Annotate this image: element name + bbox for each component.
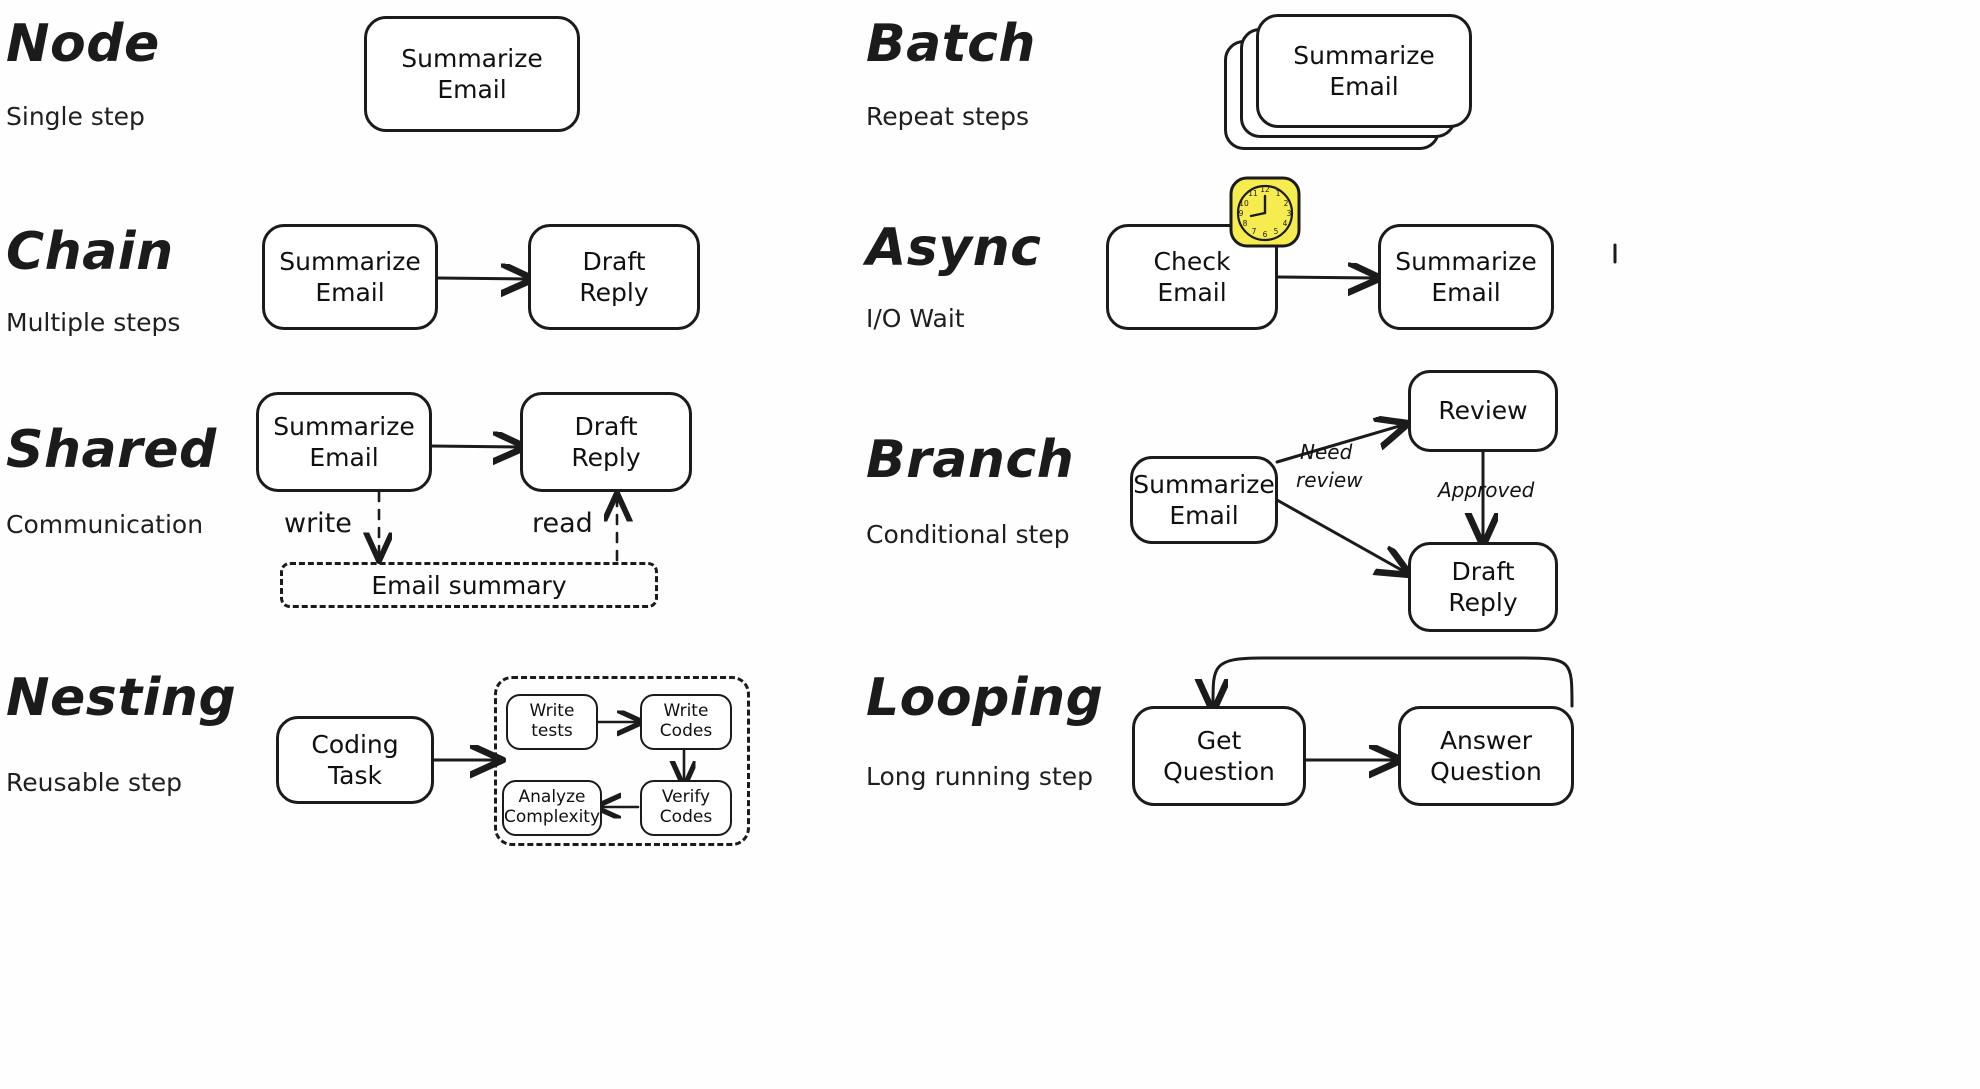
node-line1: Coding [311,729,399,759]
node-line2: Email [1431,278,1501,307]
node-line2: Email [437,75,507,104]
subflow-node-verify-codes[interactable]: Verify Codes [640,780,732,836]
edge-label-write: write [284,508,352,539]
node-line1: Answer [1439,725,1533,755]
branch-node-draft-reply[interactable]: Draft Reply [1408,542,1558,632]
node-line1: Draft [582,246,646,276]
node-line1: Summarize [279,246,421,276]
node-line2: Question [1430,757,1542,786]
clock-icon: 12 1 2 3 4 5 6 7 8 9 10 11 [1229,176,1301,248]
node-line1: Summarize [273,411,415,441]
pattern-subtitle-node: Single step [6,102,145,131]
svg-text:3: 3 [1287,209,1292,218]
node-line1: Review [1438,396,1528,426]
node-line1: Summarize [1293,40,1435,70]
node-line1: Summarize [1395,246,1537,276]
branch-node-review[interactable]: Review [1408,370,1558,452]
node-line1: Get [1196,725,1242,755]
node-line2: Email [309,443,379,472]
edge-label-review: review [1296,468,1363,492]
node-line2: Email [1157,278,1227,307]
batch-stack-front[interactable]: Summarize Email [1256,14,1472,128]
node-line2: Question [1163,757,1275,786]
store-label: Email summary [371,570,567,600]
subflow-node-write-codes[interactable]: Write Codes [640,694,732,750]
pattern-subtitle-looping: Long running step [866,762,1093,791]
svg-text:11: 11 [1248,189,1258,198]
shared-store-email-summary[interactable]: Email summary [280,562,658,608]
looping-node-get-question[interactable]: Get Question [1132,706,1306,806]
pattern-subtitle-nesting: Reusable step [6,768,183,797]
node-line1: Draft [574,411,638,441]
pattern-subtitle-shared: Communication [6,510,204,539]
node-line1: Analyze [518,787,586,808]
node-line1: Check [1153,246,1231,276]
pattern-subtitle-async: I/O Wait [866,304,965,333]
svg-text:5: 5 [1274,227,1279,236]
node-line2: Codes [659,807,713,827]
pattern-title-chain: Chain [6,222,174,282]
node-line2: Reply [1448,588,1518,617]
pattern-title-branch: Branch [866,430,1075,490]
pattern-title-batch: Batch [866,14,1036,74]
node-line2: tests [531,721,573,741]
node-line1: Summarize [1133,469,1275,499]
node-line2: Email [315,278,385,307]
pattern-subtitle-chain: Multiple steps [6,308,181,337]
pattern-title-node: Node [6,14,160,74]
node-line1: Write [529,701,575,722]
shared-node-draft-reply[interactable]: Draft Reply [520,392,692,492]
svg-text:12: 12 [1260,185,1270,194]
edge-label-need: Need [1300,440,1353,464]
pattern-title-looping: Looping [866,668,1104,728]
node-line2: Codes [659,721,713,741]
svg-text:7: 7 [1252,227,1257,236]
pattern-title-shared: Shared [6,420,217,480]
pattern-title-nesting: Nesting [6,668,237,728]
nesting-node-coding-task[interactable]: Coding Task [276,716,434,804]
node-line1: Verify [661,787,711,808]
chain-node-summarize-email[interactable]: Summarize Email [262,224,438,330]
node-line1: Summarize [401,43,543,73]
svg-text:2: 2 [1284,199,1289,208]
svg-text:9: 9 [1239,209,1244,218]
node-line2: Email [1169,501,1239,530]
svg-text:6: 6 [1263,230,1268,239]
branch-node-summarize-email[interactable]: Summarize Email [1130,456,1278,544]
shared-node-summarize-email[interactable]: Summarize Email [256,392,432,492]
node-line1: Write [663,701,709,722]
subflow-node-write-tests[interactable]: Write tests [506,694,598,750]
nesting-subflow-group [494,676,750,846]
pattern-subtitle-batch: Repeat steps [866,102,1030,131]
async-node-summarize-email[interactable]: Summarize Email [1378,224,1554,330]
node-line2: Email [1329,72,1399,101]
svg-text:8: 8 [1243,219,1248,228]
node-line2: Reply [579,278,649,307]
svg-text:10: 10 [1239,199,1249,208]
edge-label-read: read [532,508,593,539]
node-line2: Complexity [504,807,601,827]
edge-label-approved: Approved [1438,478,1535,502]
chain-node-draft-reply[interactable]: Draft Reply [528,224,700,330]
pattern-subtitle-branch: Conditional step [866,520,1070,549]
subflow-node-analyze-complexity[interactable]: Analyze Complexity [502,780,602,836]
node-summarize-email[interactable]: Summarize Email [364,16,580,132]
node-line2: Task [328,761,382,790]
svg-text:1: 1 [1276,189,1281,198]
looping-node-answer-question[interactable]: Answer Question [1398,706,1574,806]
node-line2: Reply [571,443,641,472]
pattern-title-async: Async [866,218,1042,278]
node-line1: Draft [1451,556,1515,586]
svg-text:4: 4 [1283,219,1288,228]
